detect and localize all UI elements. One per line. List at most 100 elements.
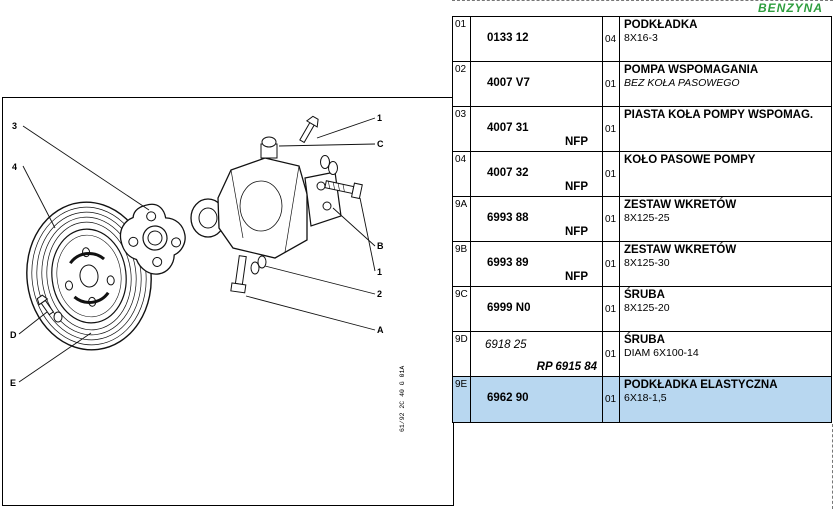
ref-label: 02 <box>455 64 467 75</box>
ref-label: 9C <box>455 289 468 300</box>
ref-cell: 9A <box>453 197 471 241</box>
qty-label: 01 <box>605 303 617 315</box>
parts-list-panel: BENZYNA 01 0133 12 04 PODKŁADKA 8X16-3 0… <box>452 0 833 509</box>
desc-cell: PODKŁADKA ELASTYCZNA 6X18-1,5 <box>620 377 831 422</box>
qty-cell: 01 <box>603 107 620 151</box>
part-cell: 4007 31 NFP <box>471 107 603 151</box>
ref-label: 9A <box>455 199 468 210</box>
diagram-label-c: C <box>377 139 384 149</box>
table-row: 9B 6993 89 NFP 01 ZESTAW WKRETÓW 8X125-3… <box>453 242 831 287</box>
ref-label: 03 <box>455 109 467 120</box>
part-subtitle: DIAM 6X100-14 <box>624 347 699 359</box>
part-subtitle: 6X18-1,5 <box>624 392 667 404</box>
diagram-label-3: 3 <box>12 121 17 131</box>
page-top-divider <box>452 0 833 1</box>
part-subtitle: 8X125-25 <box>624 212 670 224</box>
table-row: 01 0133 12 04 PODKŁADKA 8X16-3 <box>453 17 831 62</box>
part-number: 4007 32 <box>487 167 529 179</box>
parts-table: 01 0133 12 04 PODKŁADKA 8X16-3 02 4007 V… <box>452 16 832 423</box>
diagram-label-a: A <box>377 325 384 335</box>
part-title: PIASTA KOŁA POMPY WSPOMAG. <box>624 109 814 121</box>
part-title: ZESTAW WKRETÓW <box>624 199 737 211</box>
qty-cell: 01 <box>603 197 620 241</box>
qty-label: 01 <box>605 168 617 180</box>
qty-label: 01 <box>605 348 617 360</box>
ref-cell: 01 <box>453 17 471 61</box>
diagram-labels: 3 4 1 C B 1 2 A D E 61/92 2C 40 G 01A <box>10 113 406 432</box>
table-row: 9D 6918 25 RP 6915 84 01 ŚRUBA DIAM 6X10… <box>453 332 831 377</box>
qty-label: 01 <box>605 123 617 135</box>
part-cell: 6962 90 <box>471 377 603 422</box>
part-subtitle: 8X125-20 <box>624 302 670 314</box>
desc-cell: ŚRUBA DIAM 6X100-14 <box>620 332 831 376</box>
part-number: 4007 V7 <box>487 77 530 89</box>
table-row: 9C 6999 N0 01 ŚRUBA 8X125-20 <box>453 287 831 332</box>
ref-cell: 9B <box>453 242 471 286</box>
qty-label: 01 <box>605 258 617 270</box>
part-subtitle: 8X16-3 <box>624 32 658 44</box>
bolt-top-drawing <box>299 115 319 144</box>
part-subtitle: BEZ KOŁA PASOWEGO <box>624 77 740 89</box>
nfp-badge: NFP <box>565 226 588 238</box>
qty-cell: 01 <box>603 62 620 106</box>
nfp-badge: NFP <box>565 271 588 283</box>
desc-cell: PODKŁADKA 8X16-3 <box>620 17 831 61</box>
hub-drawing <box>119 203 186 275</box>
ref-cell: 02 <box>453 62 471 106</box>
part-cell: 6993 88 NFP <box>471 197 603 241</box>
ref-label: 9D <box>455 334 468 345</box>
qty-cell: 04 <box>603 17 620 61</box>
diagram-label-2: 2 <box>377 289 382 299</box>
diagram-label-1a: 1 <box>377 113 382 123</box>
diagram-label-e: E <box>10 378 16 388</box>
nfp-badge: NFP <box>565 136 588 148</box>
diagram-label-b: B <box>377 241 384 251</box>
qty-cell: 01 <box>603 242 620 286</box>
part-subtitle: 8X125-30 <box>624 257 670 269</box>
diagram-panel: 3 4 1 C B 1 2 A D E 61/92 2C 40 G 01A <box>2 97 454 506</box>
pump-drawing <box>190 136 342 259</box>
bolt-lower-drawing <box>230 255 247 294</box>
part-cell: 6999 N0 <box>471 287 603 331</box>
desc-cell: PIASTA KOŁA POMPY WSPOMAG. <box>620 107 831 151</box>
part-number: 6999 N0 <box>487 302 531 314</box>
ref-cell: 03 <box>453 107 471 151</box>
part-cell: 0133 12 <box>471 17 603 61</box>
part-cell: 4007 V7 <box>471 62 603 106</box>
table-row: 03 4007 31 NFP 01 PIASTA KOŁA POMPY WSPO… <box>453 107 831 152</box>
desc-cell: KOŁO PASOWE POMPY <box>620 152 831 196</box>
table-row: 04 4007 32 NFP 01 KOŁO PASOWE POMPY <box>453 152 831 197</box>
qty-cell: 01 <box>603 287 620 331</box>
part-title: KOŁO PASOWE POMPY <box>624 154 756 166</box>
ref-label: 01 <box>455 19 467 30</box>
part-title: ZESTAW WKRETÓW <box>624 244 737 256</box>
desc-cell: POMPA WSPOMAGANIA BEZ KOŁA PASOWEGO <box>620 62 831 106</box>
qty-label: 01 <box>605 394 617 405</box>
fuel-type-label: BENZYNA <box>757 1 823 15</box>
part-number: 6993 89 <box>487 257 529 269</box>
table-row: 9A 6993 88 NFP 01 ZESTAW WKRETÓW 8X125-2… <box>453 197 831 242</box>
desc-cell: ZESTAW WKRETÓW 8X125-25 <box>620 197 831 241</box>
ref-cell: 9D <box>453 332 471 376</box>
parts-diagram: 3 4 1 C B 1 2 A D E 61/92 2C 40 G 01A <box>10 113 406 432</box>
ref-label: 04 <box>455 154 467 165</box>
qty-cell: 01 <box>603 332 620 376</box>
plate-code: 61/92 2C 40 G 01A <box>399 366 406 432</box>
qty-label: 01 <box>605 213 617 225</box>
bolt-d-drawing <box>36 294 55 316</box>
part-title: PODKŁADKA ELASTYCZNA <box>624 379 778 391</box>
part-title: PODKŁADKA <box>624 19 698 31</box>
desc-cell: ZESTAW WKRETÓW 8X125-30 <box>620 242 831 286</box>
qty-label: 04 <box>605 33 617 45</box>
diagram-label-4: 4 <box>12 162 17 172</box>
part-number: 0133 12 <box>487 32 529 44</box>
part-number: 6918 25 <box>485 339 527 351</box>
ref-cell: 9C <box>453 287 471 331</box>
part-number: 4007 31 <box>487 122 529 134</box>
leader-lines <box>18 117 376 383</box>
part-cell: 4007 32 NFP <box>471 152 603 196</box>
part-cell: 6918 25 RP 6915 84 <box>471 332 603 376</box>
qty-cell: 01 <box>603 152 620 196</box>
part-title: ŚRUBA <box>624 289 665 301</box>
